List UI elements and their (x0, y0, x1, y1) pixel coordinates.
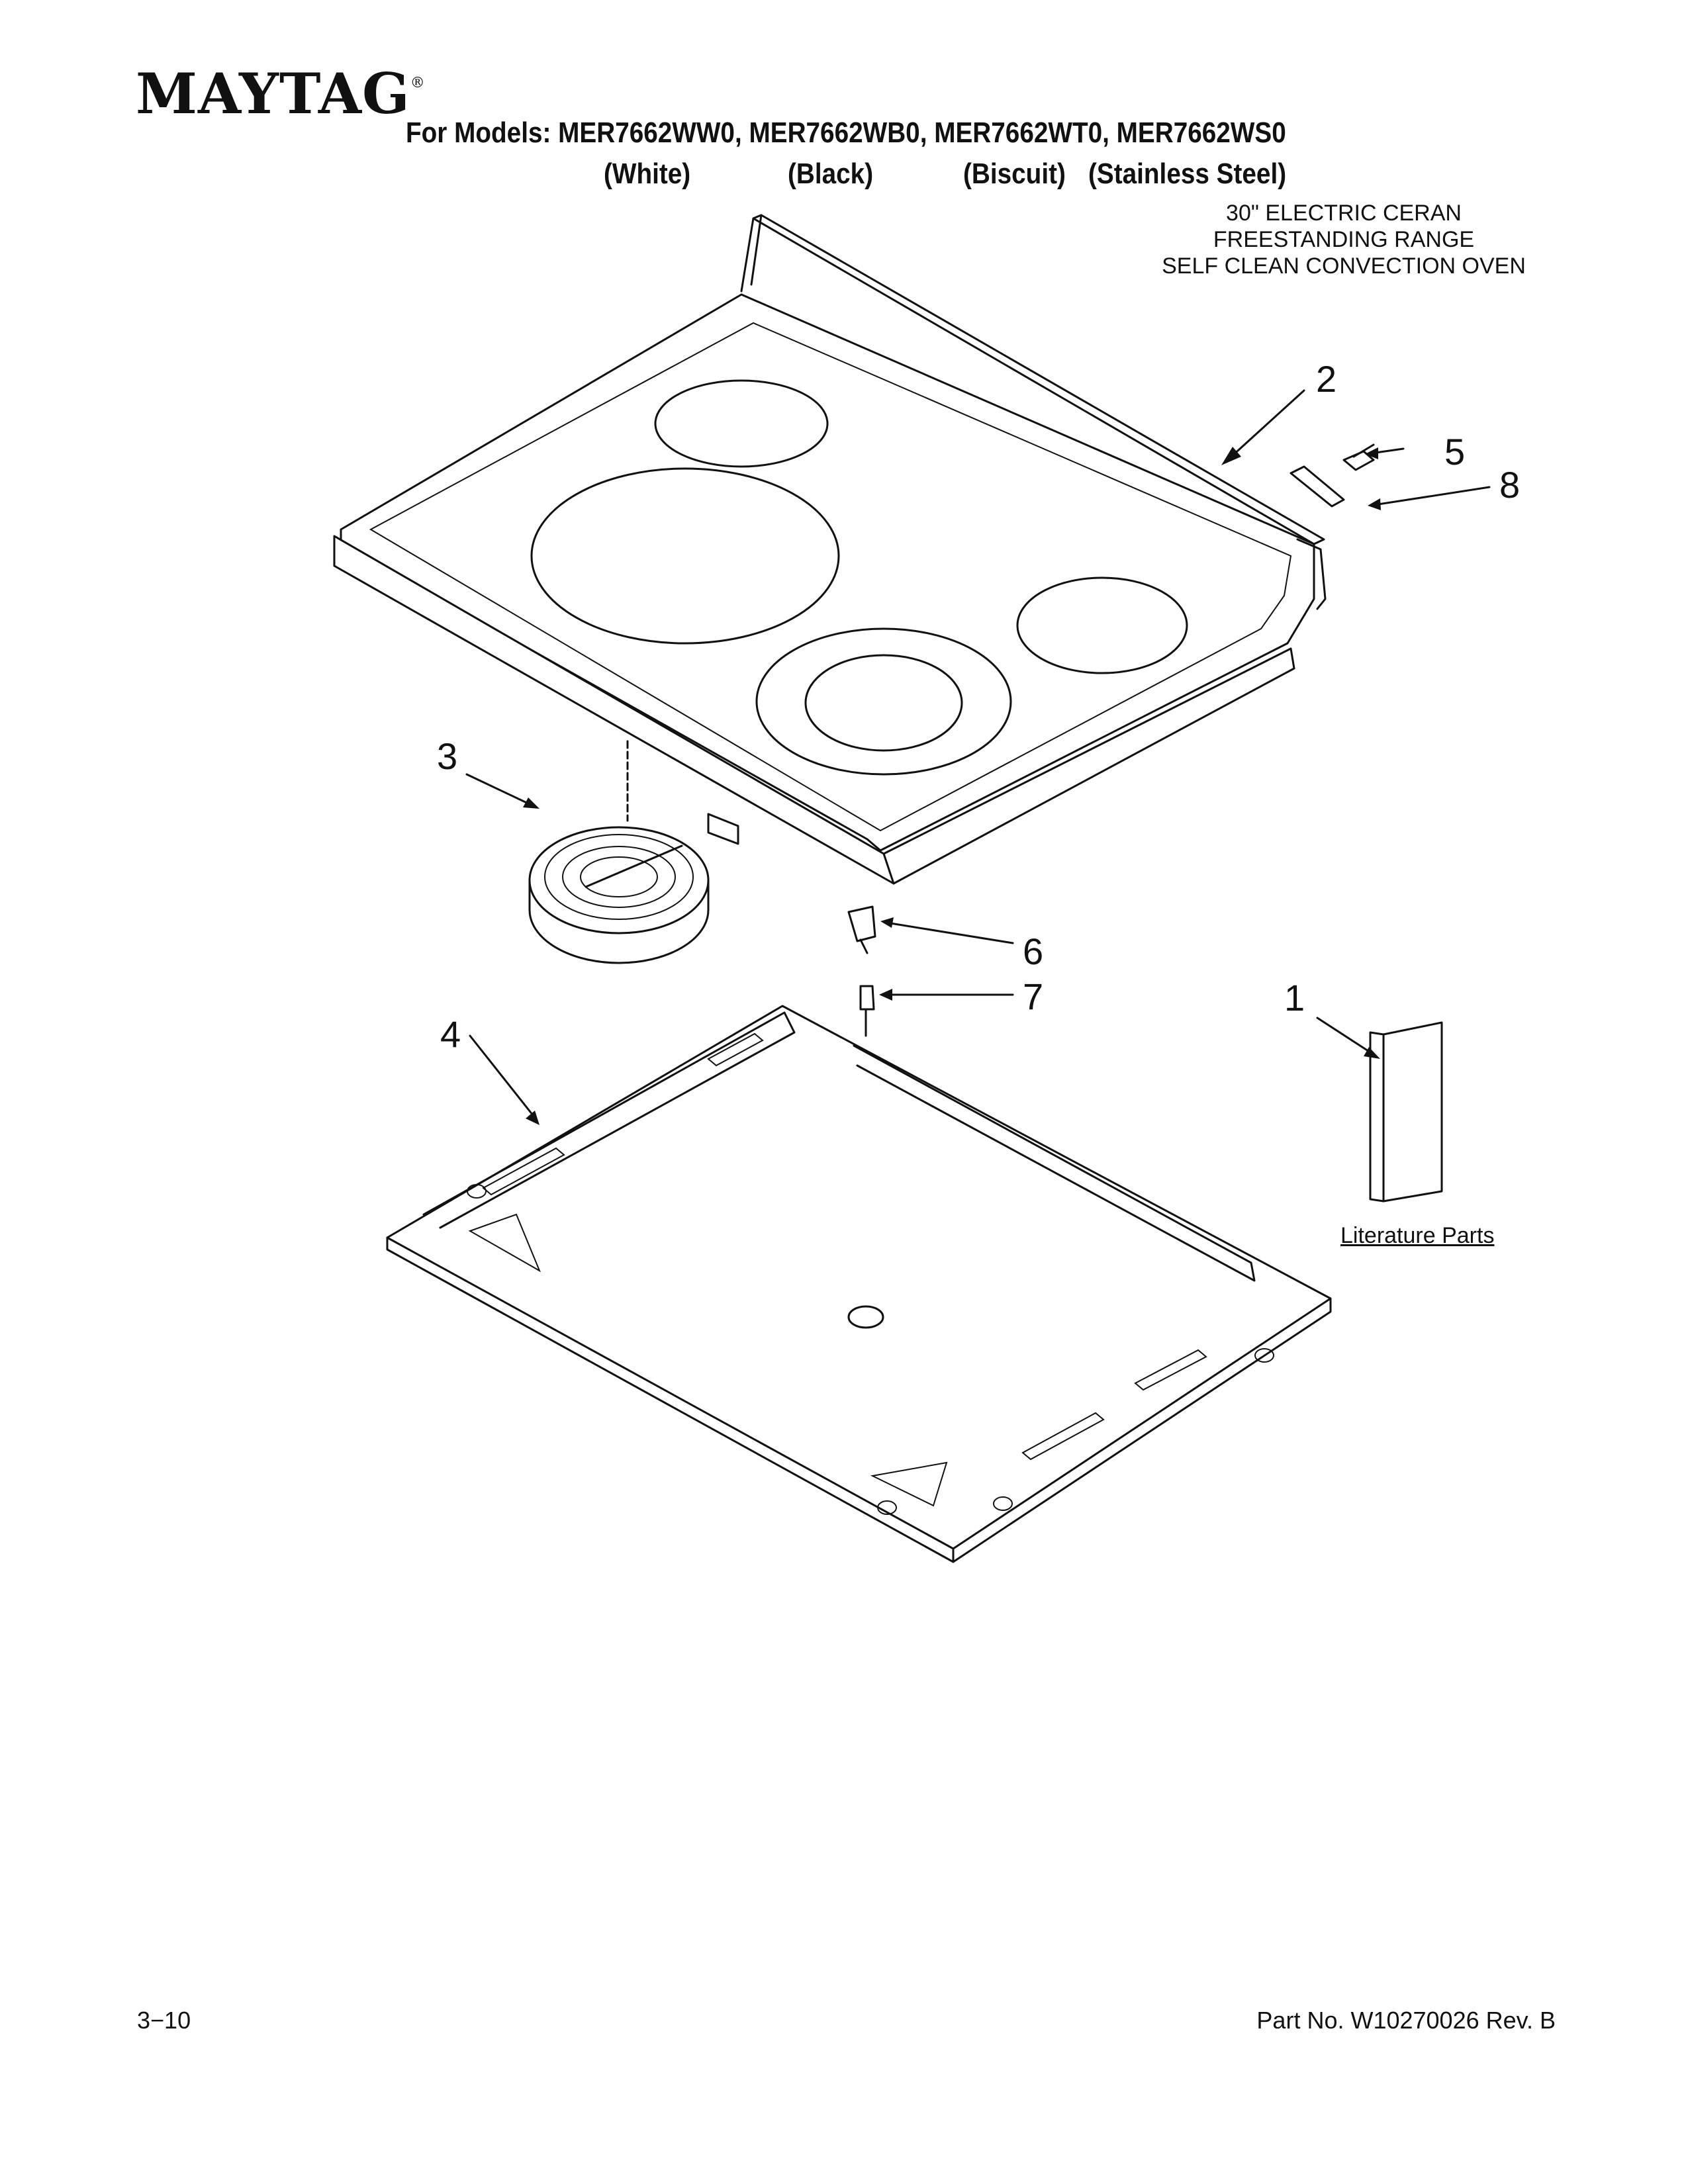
literature-parts-label: Literature Parts (1340, 1223, 1495, 1248)
description-line-3: SELF CLEAN CONVECTION OVEN (1162, 253, 1526, 279)
models-line: For Models: MER7662WW0, MER7662WB0, MER7… (406, 116, 1286, 149)
burner-box-part (386, 1005, 1332, 1563)
callout-2: 2 (1316, 358, 1337, 400)
page-number: 3−10 (137, 2007, 191, 2034)
brand-name: MAYTAG (136, 61, 410, 126)
description-line-1: 30" ELECTRIC CERAN (1226, 201, 1462, 226)
product-description: 30" ELECTRIC CERAN FREESTANDING RANGE SE… (1112, 200, 1575, 279)
color-black: (Black) (788, 158, 874, 190)
callout-3: 3 (437, 735, 458, 777)
literature-part (1369, 1021, 1443, 1203)
color-stainless-steel: (Stainless Steel) (1088, 158, 1287, 190)
description-line-2: FREESTANDING RANGE (1213, 227, 1475, 252)
maytag-logo: MAYTAG® (136, 66, 426, 122)
part-number: Part No. W10270026 Rev. B (1256, 2007, 1556, 2034)
clip-screw-part (847, 905, 876, 1037)
callout-6: 6 (1023, 931, 1044, 972)
callout-5: 5 (1444, 431, 1466, 473)
callout-7: 7 (1023, 976, 1044, 1017)
surface-element-part (528, 740, 739, 964)
registered-mark: ® (410, 75, 426, 91)
leader-arrows (465, 389, 1491, 1125)
color-biscuit: (Biscuit) (963, 158, 1066, 190)
callout-8: 8 (1499, 464, 1521, 506)
color-white: (White) (604, 158, 691, 190)
callout-1: 1 (1284, 977, 1305, 1019)
callout-4: 4 (440, 1013, 461, 1055)
bracket-clip-part (1289, 443, 1375, 508)
cooktop-glass-part (333, 214, 1327, 885)
